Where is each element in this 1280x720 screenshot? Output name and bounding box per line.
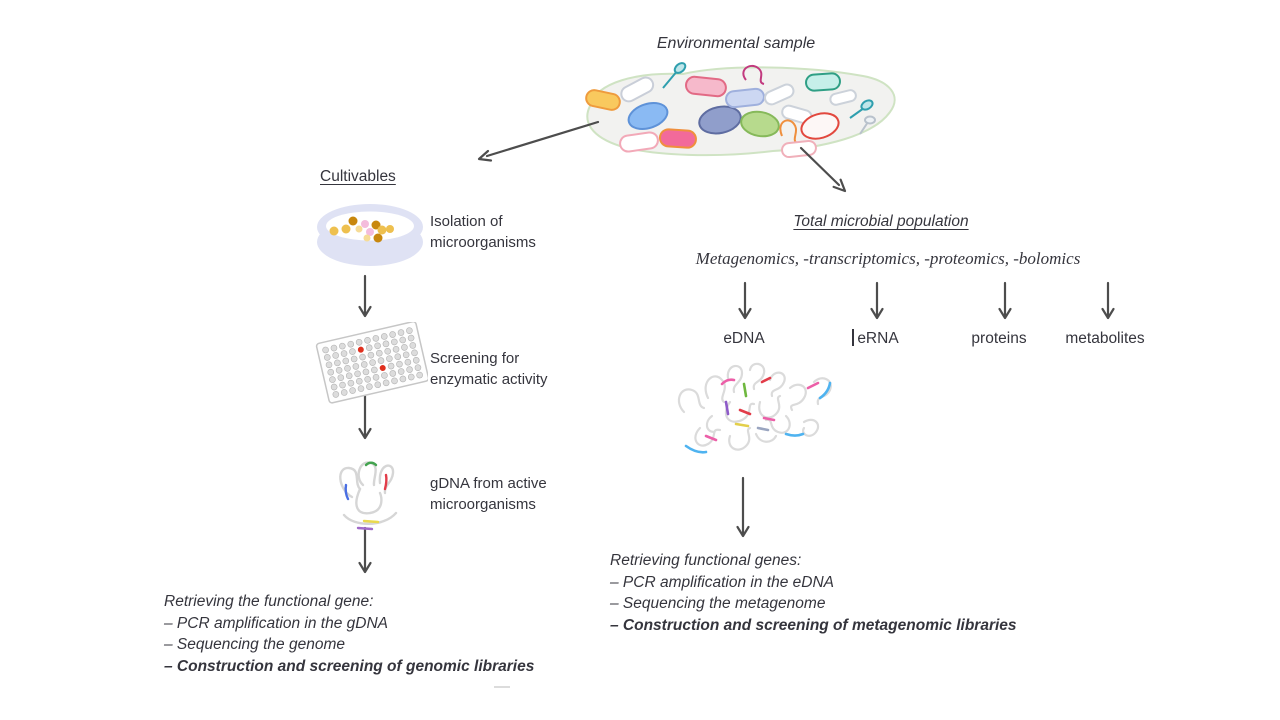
product-label-edna: eDNA	[723, 330, 765, 347]
edna-tangle-icon	[677, 362, 832, 454]
outcome-heading: Retrieving functional genes:	[610, 552, 802, 569]
stray-mark	[494, 686, 510, 688]
step-label-isolation: Isolation of microorganisms	[430, 211, 536, 253]
arrow-to-edna	[738, 281, 752, 320]
outcome-item: – PCR amplification in the eDNA	[610, 573, 834, 591]
outcome-item: – Construction and screening of metageno…	[610, 616, 1017, 634]
well-grid	[322, 327, 423, 398]
left-branch-heading: Cultivables	[320, 168, 396, 185]
label-line: microorganisms	[430, 234, 536, 251]
edna-colored-segments	[684, 376, 832, 454]
environmental-sample-illustration	[585, 62, 896, 159]
outcome-item: – PCR amplification in the gDNA	[164, 614, 388, 632]
figure-title: Environmental sample	[656, 35, 816, 52]
label-line: enzymatic activity	[430, 371, 548, 388]
right-branch-heading: Total microbial population	[793, 213, 969, 230]
text-caret	[852, 329, 854, 346]
product-label-metabolites: metabolites	[1065, 330, 1145, 347]
arrow-isolation-to-screening	[358, 274, 372, 318]
outcome-item: – Construction and screening of genomic …	[164, 657, 535, 675]
colony-dots	[329, 216, 394, 243]
gdna-colored-segments	[344, 461, 388, 531]
step-label-gdna: gDNA from active microorganisms	[430, 473, 547, 515]
arrow-to-proteins	[998, 281, 1012, 320]
step-label-screening: Screening for enzymatic activity	[430, 348, 548, 390]
right-outcome-block: Retrieving functional genes: – PCR ampli…	[610, 550, 1017, 636]
arrow-tangle-to-outcome	[736, 476, 750, 538]
arrow-to-metabolites	[1101, 281, 1115, 320]
product-label-erna: eRNA	[857, 330, 899, 347]
product-label-proteins: proteins	[971, 330, 1027, 347]
microtiter-plate-icon	[315, 322, 428, 404]
arrow-to-erna	[870, 281, 884, 320]
outcome-item: – Sequencing the genome	[164, 636, 345, 653]
label-line: Screening for	[430, 350, 520, 367]
petri-dish-icon	[317, 204, 423, 266]
microbe-shapes	[585, 62, 876, 159]
gdna-strands-icon	[339, 461, 398, 531]
outcome-heading: Retrieving the functional gene:	[164, 593, 374, 610]
left-outcome-block: Retrieving the functional gene: – PCR am…	[164, 591, 534, 677]
label-line: microorganisms	[430, 496, 536, 513]
omics-subheading: Metagenomics, -transcriptomics, -proteom…	[695, 249, 1081, 268]
outcome-item: – Sequencing the metagenome	[610, 595, 826, 612]
label-line: gDNA from active	[430, 475, 547, 492]
label-line: Isolation of	[430, 213, 503, 230]
